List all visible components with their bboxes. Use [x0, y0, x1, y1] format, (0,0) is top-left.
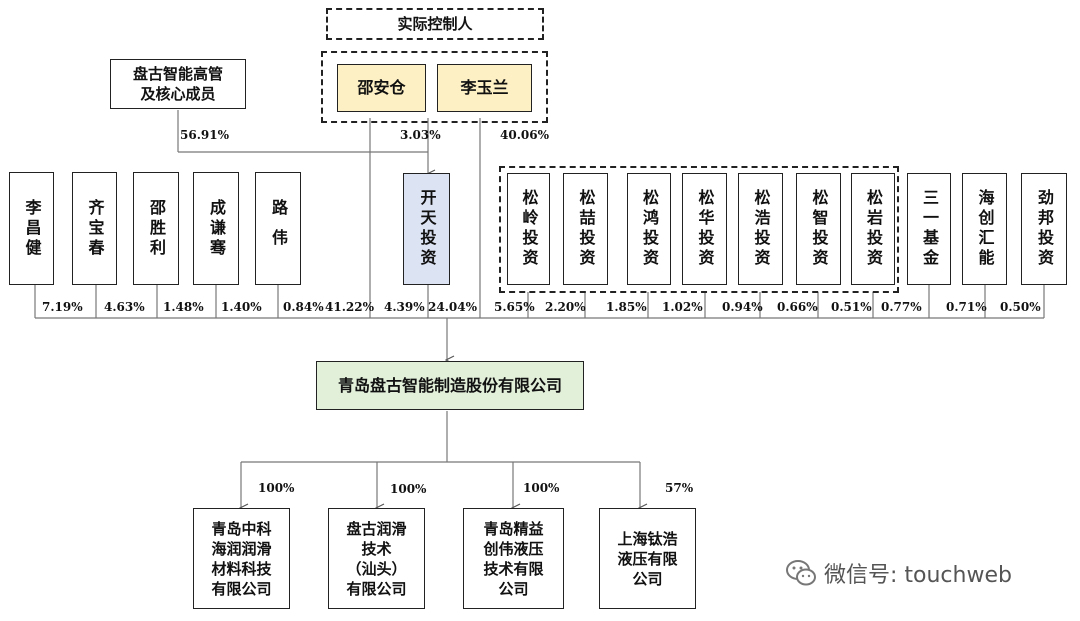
pct-sany-fund: 0.77%	[881, 300, 922, 314]
shareholder-shao-shengli: 邵胜利	[133, 172, 179, 285]
song-hong-investment: 松鸿投资	[627, 173, 671, 285]
wechat-icon	[786, 560, 816, 586]
pct-song-hao: 0.94%	[722, 300, 763, 314]
haichuang-huineng: 海创汇能	[962, 173, 1007, 285]
pct-song-hua: 1.02%	[662, 300, 703, 314]
pct-jinbang: 0.50%	[1000, 300, 1041, 314]
pct-sub-jingyi: 100%	[523, 481, 560, 495]
watermark-text: 微信号: touchweb	[824, 563, 1012, 588]
subsidiary-jingyi-chuangwei: 青岛精益 创伟液压 技术有限 公司	[463, 508, 564, 609]
subsidiary-shanghai-taihao: 上海钛浩 液压有限 公司	[599, 508, 696, 609]
song-zhi-investment: 松智投资	[796, 173, 841, 285]
pct-shao-direct: 41.22%	[325, 300, 374, 314]
pct-li-kaitian: 40.06%	[500, 128, 549, 142]
controller-group	[321, 51, 548, 123]
pct-kaitian: 24.04%	[428, 300, 477, 314]
song-hua-investment: 松华投资	[682, 173, 727, 285]
subsidiary-pangu-shantou: 盘古润滑 技术 （汕头） 有限公司	[328, 508, 425, 609]
pct-lu-wei: 0.84%	[283, 300, 324, 314]
pct-song-zhi: 0.66%	[777, 300, 818, 314]
watermark: 微信号: touchweb	[784, 556, 1012, 590]
management-box: 盘古智能高管 及核心成员	[110, 59, 246, 109]
management-label: 盘古智能高管 及核心成员	[132, 65, 223, 103]
sany-fund: 三一基金	[907, 173, 951, 285]
pct-qi-baochun: 4.63%	[104, 300, 145, 314]
pct-sub-taihao: 57%	[665, 481, 694, 495]
shareholder-cheng-qianqian: 成谦骞	[193, 172, 239, 285]
pct-sub-pangu-shantou: 100%	[390, 482, 427, 496]
jinbang-investment: 劲邦投资	[1021, 173, 1067, 285]
pct-song-zhe: 2.20%	[545, 300, 586, 314]
person-li-yulan: 李玉兰	[437, 64, 532, 112]
song-zhe-investment: 松喆投资	[563, 173, 608, 285]
subsidiary-zhongke-hairun: 青岛中科 海润润滑 材料科技 有限公司	[193, 508, 290, 609]
song-yan-investment: 松岩投资	[851, 173, 895, 285]
shareholder-li-changjian: 李昌健	[9, 172, 54, 285]
pct-song-ling: 5.65%	[494, 300, 535, 314]
person-shao-anchang: 邵安仓	[337, 64, 426, 112]
controller-title: 实际控制人	[326, 8, 544, 40]
pct-song-hong: 1.85%	[606, 300, 647, 314]
song-hao-investment: 松浩投资	[738, 173, 783, 285]
pct-mgmt-kaitian: 56.91%	[180, 128, 229, 142]
pct-li-direct: 4.39%	[384, 300, 425, 314]
shareholder-lu-wei: 路伟	[255, 172, 301, 285]
pct-li-changjian: 7.19%	[42, 300, 83, 314]
song-group	[499, 166, 899, 293]
pct-haichuang: 0.71%	[946, 300, 987, 314]
company-box: 青岛盘古智能制造股份有限公司	[316, 361, 584, 410]
pct-song-yan: 0.51%	[831, 300, 872, 314]
pct-cheng-qianqian: 1.40%	[221, 300, 262, 314]
shareholder-qi-baochun: 齐宝春	[72, 172, 117, 285]
song-ling-investment: 松岭投资	[507, 173, 550, 285]
pct-shao-shengli: 1.48%	[163, 300, 204, 314]
pct-sub-zhongke: 100%	[258, 481, 295, 495]
kaitian-investment: 开天投资	[403, 173, 450, 285]
pct-shao-kaitian: 3.03%	[400, 128, 441, 142]
